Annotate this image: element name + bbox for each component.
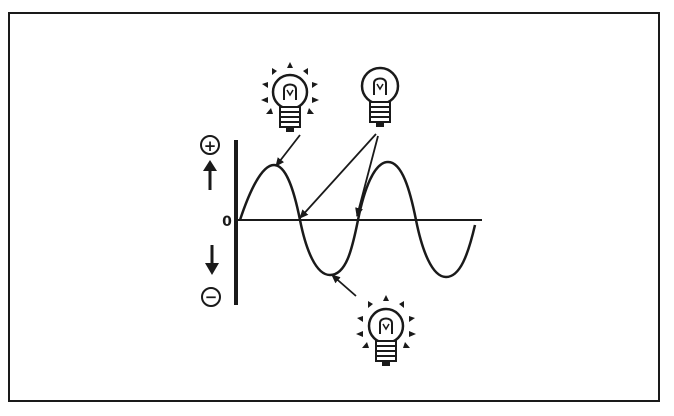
pointer-line [357, 136, 378, 216]
zero-label: 0 [222, 214, 232, 230]
up-arrow-icon [203, 160, 217, 190]
positive-symbol-icon: + [201, 136, 219, 155]
lit-bulb-icon [356, 295, 416, 366]
negative-symbol-icon: − [202, 288, 220, 306]
positive-symbol-text: + [204, 137, 217, 155]
negative-symbol-text: − [205, 288, 218, 306]
unlit-bulb-icon [362, 68, 398, 127]
pointer-line [300, 134, 376, 218]
pointer-line [332, 275, 356, 296]
pointer-line [276, 135, 300, 166]
lit-bulb-icon [261, 62, 319, 132]
down-arrow-icon [205, 245, 219, 275]
